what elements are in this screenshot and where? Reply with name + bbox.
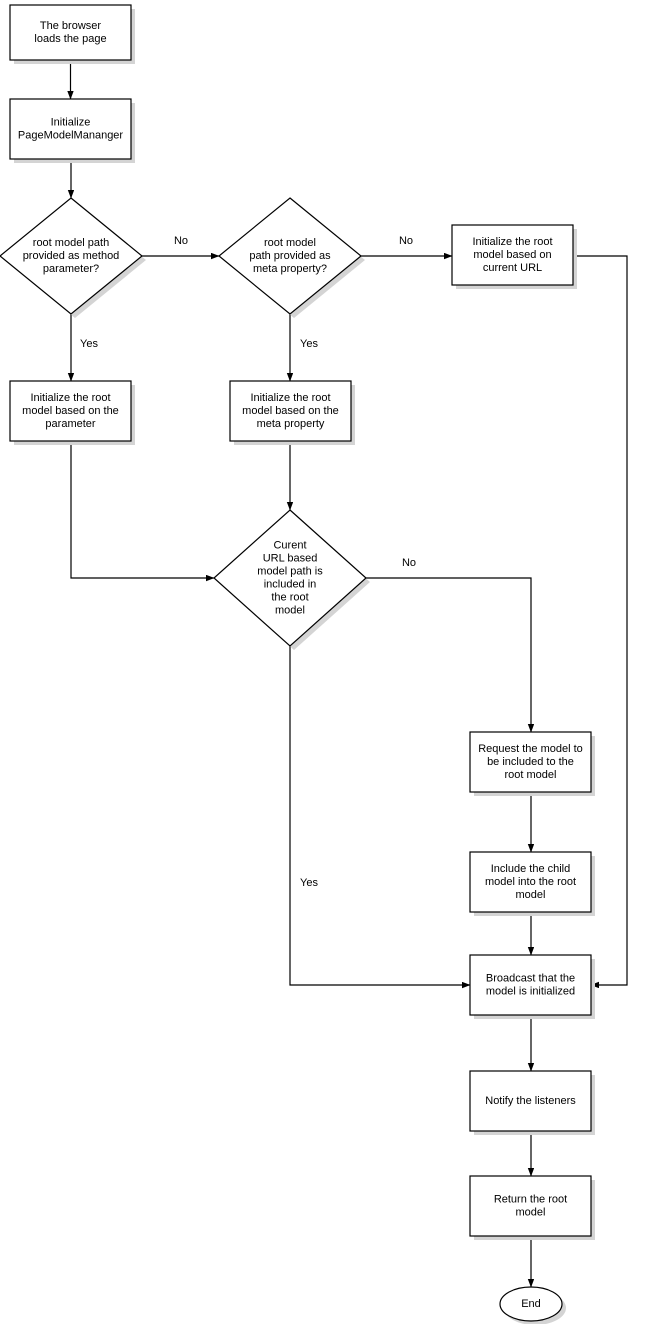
node-label: Request the model to (478, 743, 583, 755)
edge-label-no-e3: No (174, 235, 188, 247)
edge-init-from-url-to-broadcast-initialized (573, 255, 628, 989)
node-label: model (516, 1206, 546, 1218)
node-label: root model (505, 769, 557, 781)
node-label: URL based (263, 552, 318, 564)
node-label: Broadcast that the (486, 972, 575, 984)
edge-label-yes-e6: Yes (300, 338, 318, 350)
edge-decision-url-included-to-broadcast-initialized (289, 646, 471, 989)
node-label: Include the child (491, 863, 571, 875)
node-box (9, 98, 132, 160)
node-label: The browser (40, 20, 101, 32)
node-label: meta property (257, 418, 325, 430)
node-label: Notify the listeners (485, 1095, 576, 1107)
node-box (469, 1175, 592, 1237)
node-label: model based on the (22, 405, 119, 417)
node-box (469, 851, 592, 913)
node-label: parameter (45, 418, 95, 430)
node-label: Initialize the root (250, 392, 330, 404)
node-label: PageModelMananger (18, 129, 124, 141)
node-diamond (213, 509, 367, 647)
node-label: model based on (473, 249, 551, 261)
node-label: model into the root (485, 876, 576, 888)
node-label: root model path (33, 237, 109, 249)
edges-layer (67, 60, 628, 1288)
node-label: model based on the (242, 405, 339, 417)
node-label: model (516, 889, 546, 901)
node-label: included in (264, 578, 317, 590)
node-box (9, 4, 132, 61)
node-box (451, 224, 574, 286)
node-label: loads the page (34, 33, 106, 45)
node-label: provided as method (23, 250, 120, 262)
node-box (229, 380, 352, 442)
node-end[interactable]: End (499, 1286, 566, 1324)
node-label: path provided as (249, 250, 331, 262)
node-diamond (0, 197, 143, 315)
edge-label-yes-e4: Yes (80, 338, 98, 350)
node-label: model (275, 604, 305, 616)
edge-label-yes-e10: Yes (300, 877, 318, 889)
node-label: Curent (273, 539, 306, 551)
node-notify-listeners[interactable]: Notify the listeners (469, 1070, 595, 1135)
edge-label-no-e5: No (399, 235, 413, 247)
node-label: Initialize the root (30, 392, 110, 404)
node-box (469, 1070, 592, 1132)
node-box (9, 380, 132, 442)
node-label: Return the root (494, 1193, 567, 1205)
node-label: be included to the (487, 756, 574, 768)
node-label: meta property? (253, 263, 327, 275)
node-label: model is initialized (486, 985, 575, 997)
node-box (469, 954, 592, 1016)
edge-label-no-e9: No (402, 557, 416, 569)
node-terminator (499, 1286, 563, 1322)
node-label: parameter? (43, 263, 99, 275)
node-label: current URL (483, 262, 542, 274)
edge-init-from-parameter-to-decision-url-included (70, 441, 215, 582)
node-label: model path is (257, 565, 323, 577)
node-label: Initialize the root (472, 236, 552, 248)
node-label: the root (271, 591, 308, 603)
node-diamond (218, 197, 362, 315)
edge-decision-url-included-to-request-model (366, 577, 535, 733)
node-label: Initialize (51, 116, 91, 128)
node-box (469, 731, 592, 793)
node-label: End (521, 1298, 541, 1310)
node-label: root model (264, 237, 316, 249)
